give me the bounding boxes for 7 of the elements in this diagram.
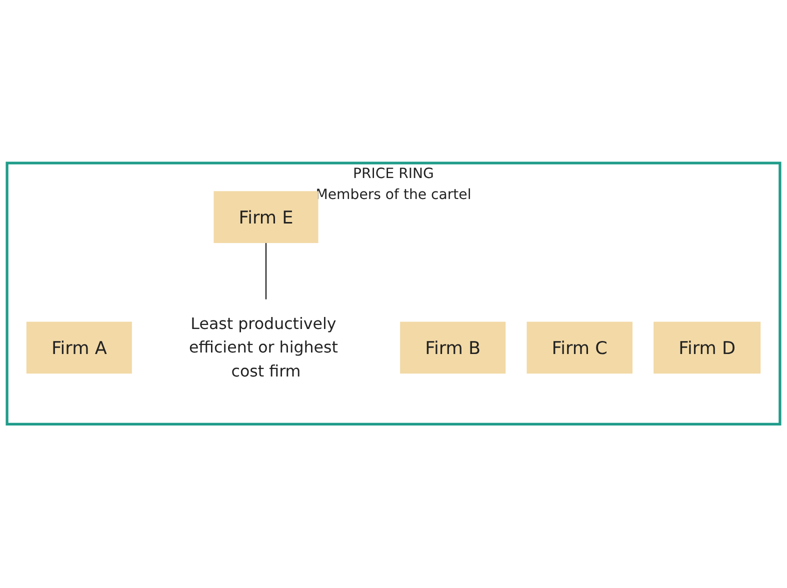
node-box: Firm C xyxy=(526,322,632,374)
node-box: Firm B xyxy=(400,322,506,374)
connector xyxy=(265,243,267,300)
node-box: Firm D xyxy=(654,322,761,374)
node-box: Firm E xyxy=(214,192,318,244)
node-text: Least productively efficient or highest cost firm xyxy=(188,315,338,382)
node-box: Firm A xyxy=(26,322,132,374)
